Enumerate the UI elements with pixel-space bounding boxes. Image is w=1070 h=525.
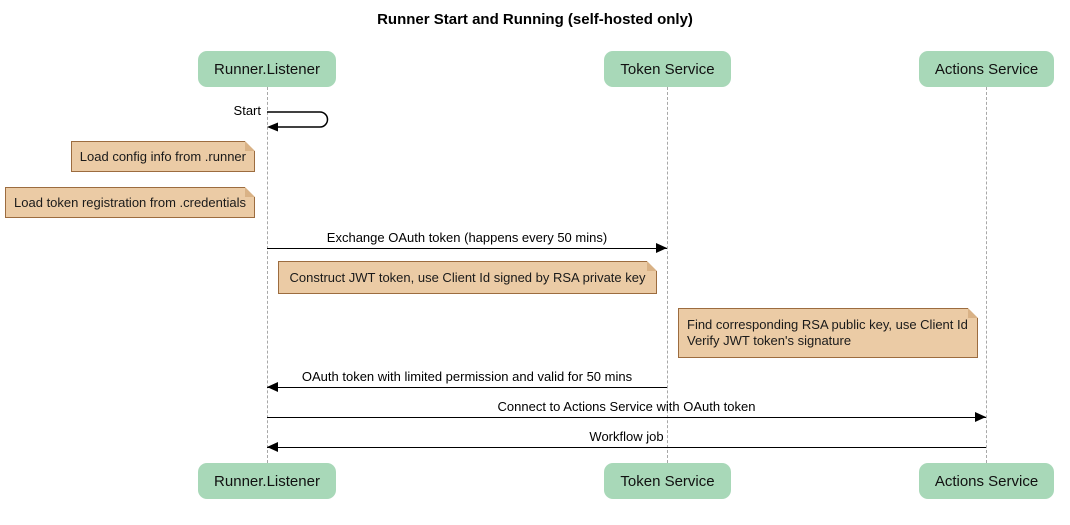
note-text: Load token registration from .credential…: [14, 194, 246, 210]
message-label-start: Start: [233, 103, 261, 118]
note-text-line-2: Verify JWT token's signature: [687, 333, 852, 348]
message-line: [267, 386, 667, 388]
note-load-token-registration: Load token registration from .credential…: [5, 187, 255, 218]
arrowhead-icon: [975, 412, 986, 422]
arrowhead-icon: [656, 243, 667, 253]
participant-actions-service-bottom: Actions Service: [919, 463, 1054, 499]
participant-runner-listener-bottom: Runner.Listener: [198, 463, 336, 499]
arrowhead-icon: [267, 122, 278, 132]
note-verify-jwt: Find corresponding RSA public key, use C…: [678, 308, 978, 358]
self-loop-arrow: [267, 111, 329, 132]
lifeline-runner-listener: [267, 87, 268, 463]
message-label: Exchange OAuth token (happens every 50 m…: [326, 230, 608, 245]
message-line: [267, 416, 986, 418]
lifeline-token-service: [667, 87, 668, 463]
participant-runner-listener-top: Runner.Listener: [198, 51, 336, 87]
note-text: Construct JWT token, use Client Id signe…: [289, 269, 646, 285]
message-label: Connect to Actions Service with OAuth to…: [497, 399, 756, 414]
participant-token-service-top: Token Service: [604, 51, 731, 87]
diagram-title: Runner Start and Running (self-hosted on…: [377, 11, 693, 28]
message-workflow-job: Workflow job: [267, 428, 986, 452]
lifeline-actions-service: [986, 87, 987, 463]
note-load-config: Load config info from .runner: [70, 141, 256, 172]
message-connect-actions: Connect to Actions Service with OAuth to…: [267, 398, 986, 422]
note-construct-jwt: Construct JWT token, use Client Id signe…: [278, 261, 657, 294]
message-oauth-token-response: OAuth token with limited permission and …: [267, 368, 667, 392]
message-line: [267, 247, 667, 249]
arrowhead-icon: [267, 382, 278, 392]
note-text-line-1: Find corresponding RSA public key, use C…: [687, 317, 968, 332]
message-label: Workflow job: [589, 429, 664, 444]
participant-actions-service-top: Actions Service: [919, 51, 1054, 87]
message-line: [267, 446, 986, 448]
arrowhead-icon: [267, 442, 278, 452]
message-exchange-oauth: Exchange OAuth token (happens every 50 m…: [267, 229, 667, 253]
message-label: OAuth token with limited permission and …: [301, 369, 633, 384]
participant-token-service-bottom: Token Service: [604, 463, 731, 499]
self-loop-line: [267, 111, 329, 128]
note-text: Load config info from .runner: [79, 148, 246, 164]
